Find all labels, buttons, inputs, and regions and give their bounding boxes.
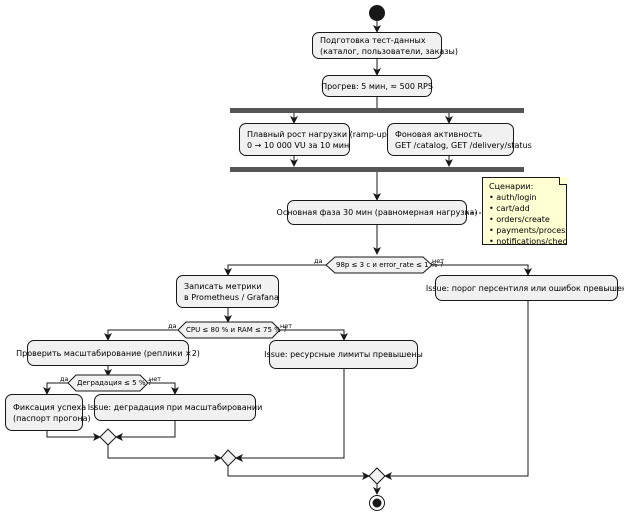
note-item: • notifications/check <box>489 237 572 246</box>
no-label-3: нет <box>149 375 162 383</box>
background-line-1: Фоновая активность <box>395 129 483 139</box>
issue-degradation-label: Issue: деградация при масштабировании <box>87 403 263 412</box>
join-bar <box>230 167 524 172</box>
note-item: • orders/create <box>489 215 550 224</box>
yes-label-3: да <box>60 375 69 383</box>
warmup-label: Прогрев: 5 мин, ≈ 500 RPS <box>321 81 433 91</box>
decision-diamond-degradation <box>67 374 149 392</box>
yes-label-1: да <box>314 257 323 265</box>
decision-diamond-percentile <box>325 256 433 274</box>
fix-success-line-2: (паспорт прогона) <box>13 413 91 423</box>
background-activity-node: Фоновая активность GET /catalog, GET /de… <box>387 123 532 156</box>
record-metrics-node: Записать метрики в Prometheus / Grafana <box>176 275 279 308</box>
main-phase-node: Основная фаза 30 мин (равномерная нагруз… <box>277 200 477 225</box>
rampup-node: Плавный рост нагрузки (ramp-up) 0 → 10 0… <box>239 123 390 156</box>
issue-threshold-label: Issue: порог персентиля или ошибок превы… <box>425 283 624 293</box>
issue-resources-node: Issue: ресурсные лимиты превышены <box>264 340 423 369</box>
condition-degradation: Деградация ≤ 5 % ? <box>77 379 152 387</box>
metrics-line-1: Записать метрики <box>184 281 262 291</box>
issue-threshold-node: Issue: порог персентиля или ошибок превы… <box>426 275 624 301</box>
issue-degradation-node: Issue: деградация при масштабировании <box>88 394 262 421</box>
merge-diamond-1 <box>368 467 386 485</box>
note-fold-corner <box>559 177 567 185</box>
start-node <box>369 5 385 21</box>
condition-resources: CPU ≤ 80 % и RAM ≤ 75 % ? <box>186 326 287 334</box>
no-label-2: нет <box>280 322 293 330</box>
issue-resources-label: Issue: ресурсные лимиты превышены <box>264 350 423 359</box>
note-item: • payments/process <box>489 226 570 235</box>
merge-diamond-2 <box>220 449 237 467</box>
warmup-node: Прогрев: 5 мин, ≈ 500 RPS <box>321 75 433 97</box>
scenarios-note: Сценарии: • auth/login • cart/add • orde… <box>482 177 567 245</box>
fix-success-line-1: Фиксация успеха <box>13 402 87 412</box>
fork-bar <box>230 108 524 113</box>
condition-percentile: 98p ≤ 3 с и error_rate ≤ 1 % ? <box>336 261 444 269</box>
note-item: • cart/add <box>489 204 530 213</box>
note-items: • auth/login • cart/add • orders/create … <box>489 192 560 247</box>
prep-line-2: (каталог, пользователи, заказы) <box>320 46 458 56</box>
note-title: Сценарии: <box>489 182 534 191</box>
decision-diamond-resources <box>177 321 281 339</box>
check-scaling-label: Проверить масштабирование (реплики ×2) <box>16 348 200 358</box>
rampup-line-1: Плавный рост нагрузки (ramp-up) <box>247 129 390 139</box>
fix-success-node: Фиксация успеха (паспорт прогона) <box>5 394 91 431</box>
main-phase-label: Основная фаза 30 мин (равномерная нагруз… <box>276 208 478 217</box>
rampup-line-2: 0 → 10 000 VU за 10 мин <box>247 140 350 150</box>
prep-test-data-node: Подготовка тест-данных (каталог, пользов… <box>312 32 458 59</box>
prep-line-1: Подготовка тест-данных <box>320 35 426 45</box>
merge-diamond-3 <box>99 428 117 446</box>
metrics-line-2: в Prometheus / Grafana <box>184 292 279 302</box>
yes-label-2: да <box>168 322 177 330</box>
no-label-1: нет <box>432 257 445 265</box>
check-scaling-node: Проверить масштабирование (реплики ×2) <box>16 340 200 366</box>
background-line-2: GET /catalog, GET /delivery/status <box>395 140 532 150</box>
note-item: • auth/login <box>489 193 537 202</box>
